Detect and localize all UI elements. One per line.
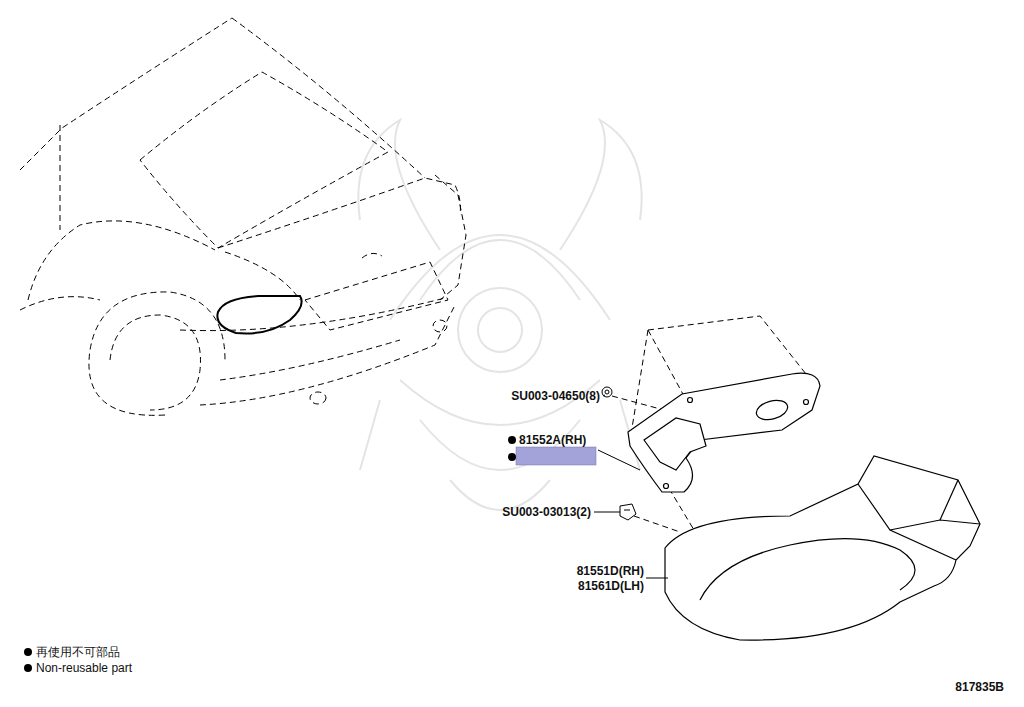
part-number: 81551D(RH) [577, 564, 644, 578]
part-number: 81561D(LH) [578, 579, 644, 593]
legend-text: Non-reusable part [36, 661, 132, 675]
car-outline [20, 18, 466, 415]
highlight-box [516, 447, 596, 465]
nut-symbol [602, 387, 612, 397]
clip-symbol [620, 504, 636, 520]
taillamp [665, 456, 980, 640]
watermark [358, 120, 641, 510]
part-number: 81552A(RH) [519, 433, 586, 447]
leader-lines [594, 395, 668, 578]
gasket [628, 373, 820, 492]
non-reusable-mark [24, 436, 516, 672]
part-number: SU003-03013(2) [502, 505, 591, 519]
taillamp-location [217, 296, 301, 333]
figure-number: 817835B [955, 680, 1004, 694]
part-number: SU003-04650(8) [511, 389, 600, 403]
legend-text: 再使用不可部品 [36, 645, 120, 659]
